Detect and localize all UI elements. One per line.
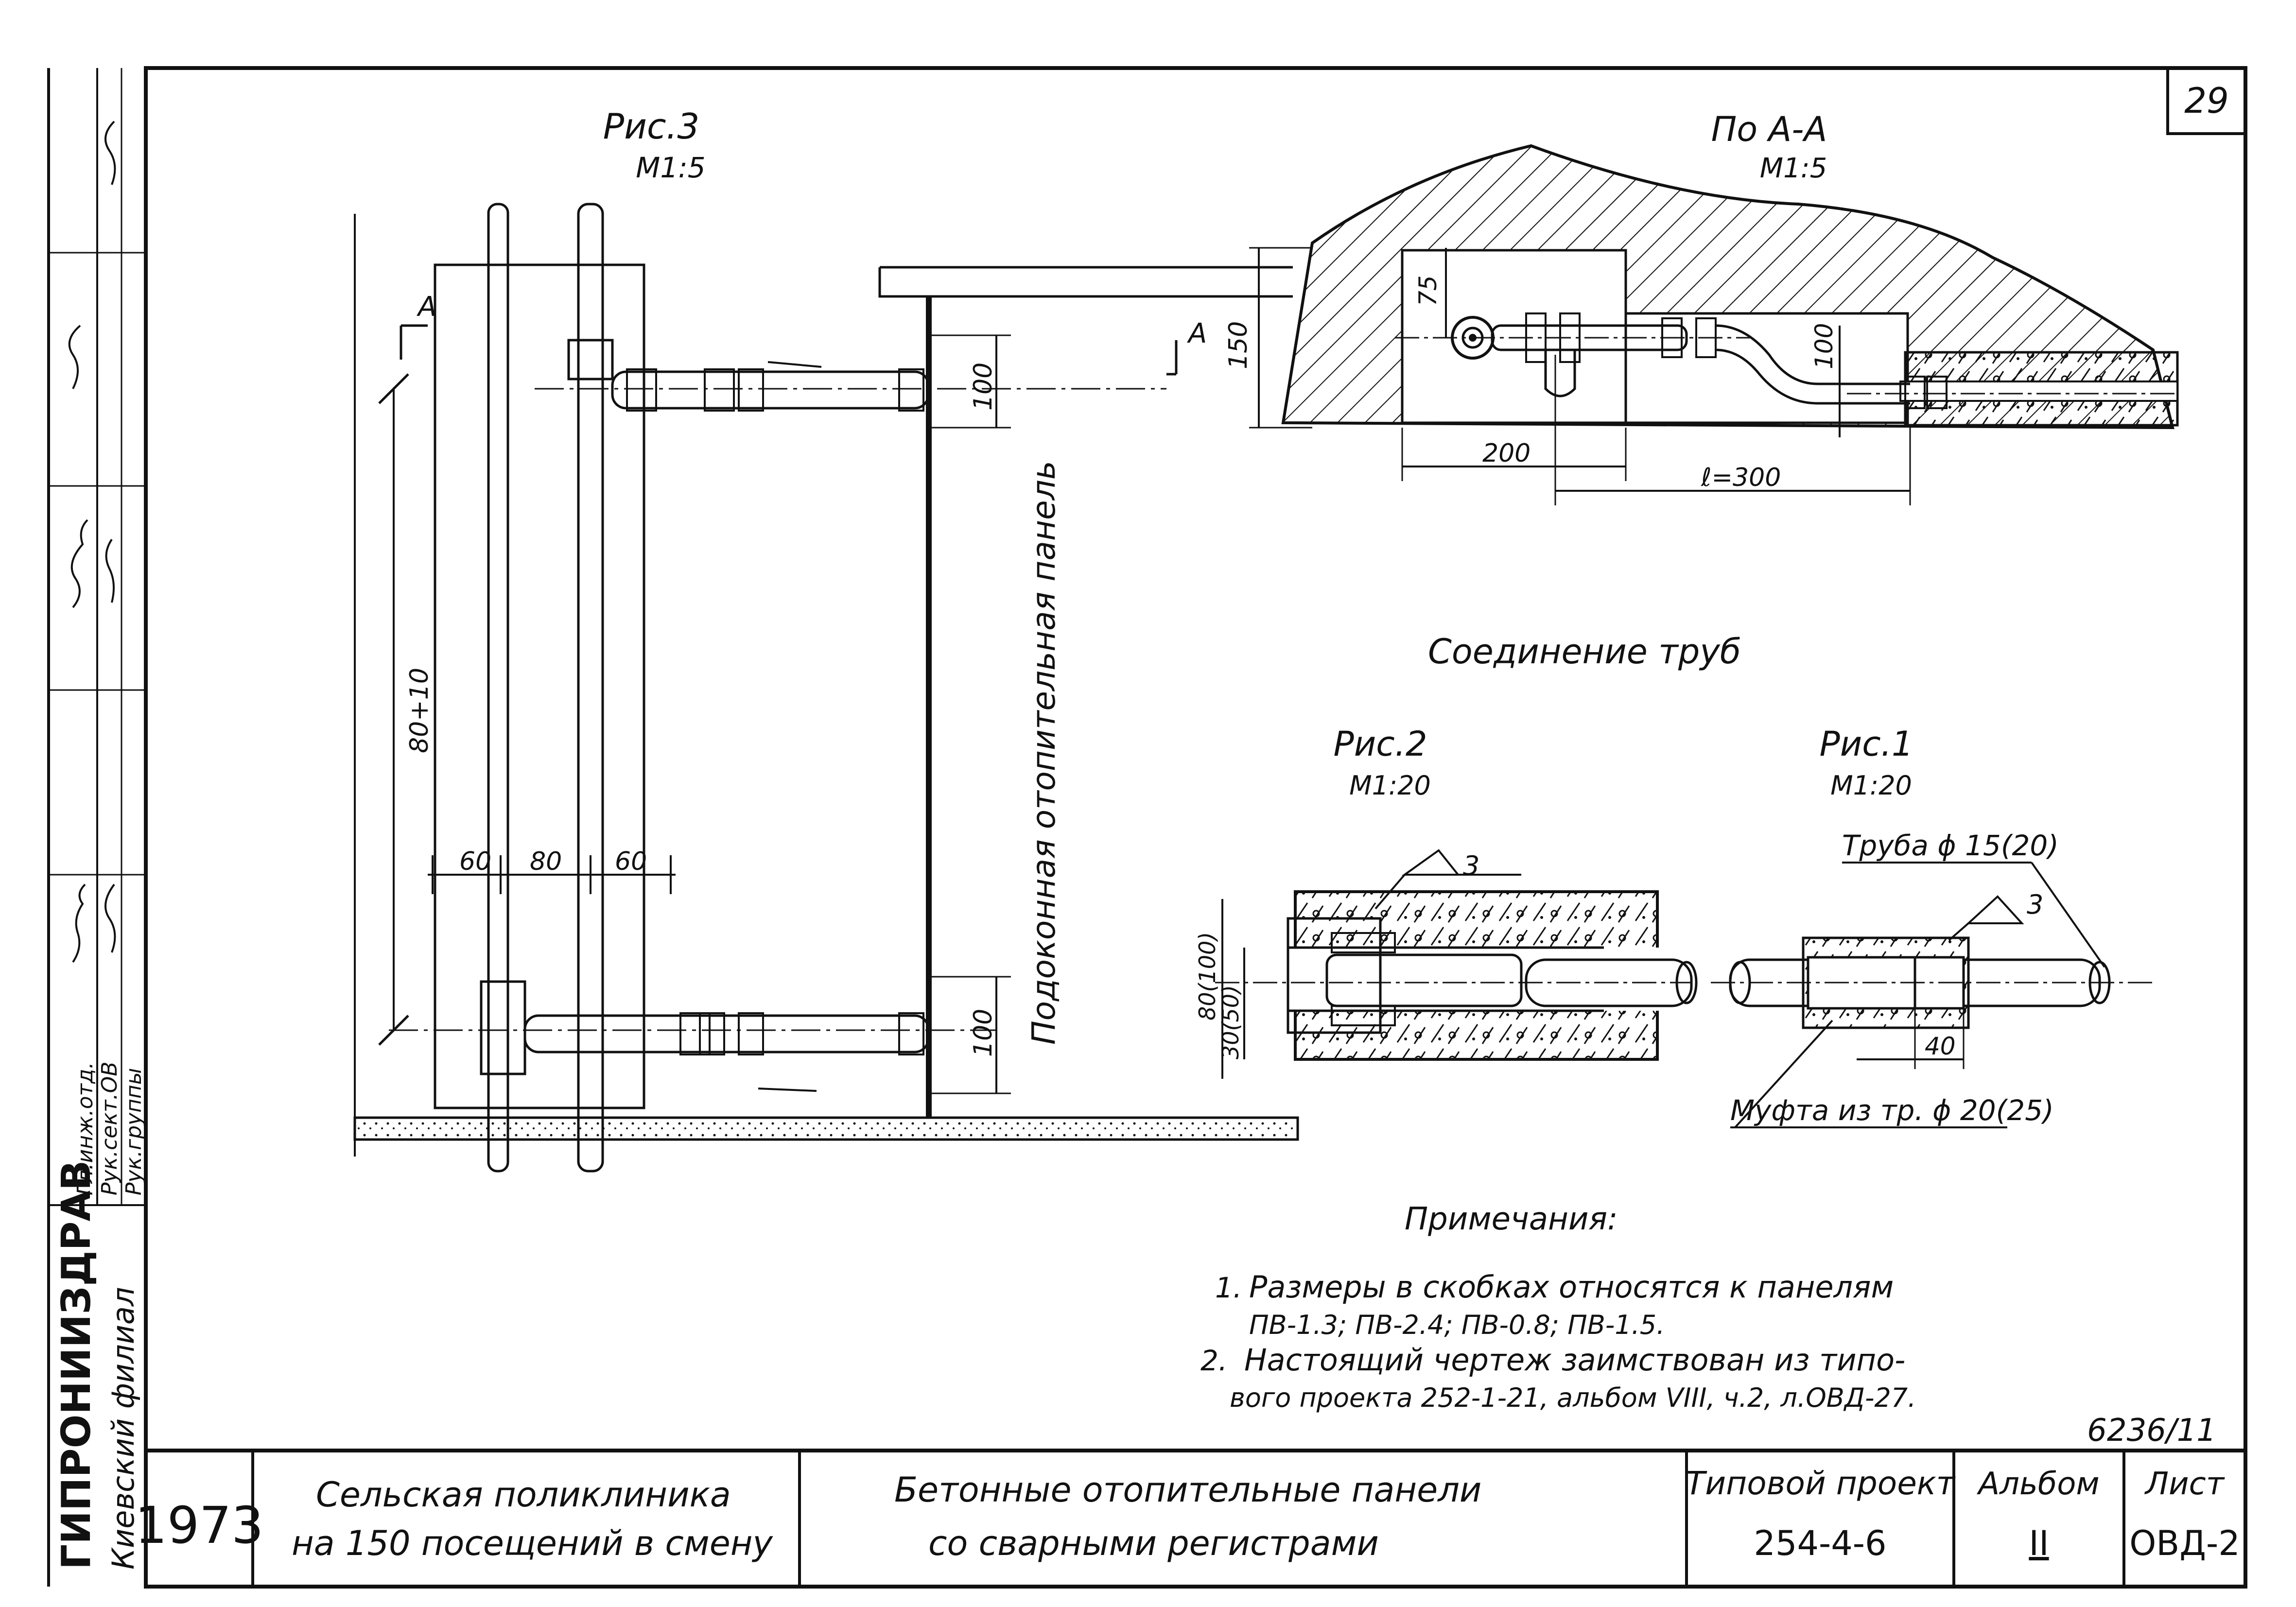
role-chief-engineer: Гл.инж.отд. [73,1062,98,1195]
fig2-scale: М1:20 [1349,770,1431,801]
dim-60-right: 60 [615,847,647,876]
dim-100-upper: 100 [969,363,998,411]
role-group-head: Рук.группы [122,1068,146,1196]
notes-heading: Примечания: [1405,1201,1618,1237]
tb-sheet-title-line-2: со сварными регистрами [928,1523,1379,1563]
section-mark-left: А [417,291,436,323]
tb-album-value: II [2029,1523,2049,1563]
section-aa: По А-А М1:5 150 [1224,109,2179,505]
fig1-scale: М1:20 [1830,770,1912,801]
note-1-line-2: ПВ-1.3; ПВ-2.4; ПВ-0.8; ПВ-1.5. [1249,1310,1665,1340]
tb-sheet-value: ОВД-2 [2129,1523,2240,1563]
archive-number: 6236/11 [2087,1413,2216,1449]
note-2-line-2: вого проекта 252-1-21, альбом VIII, ч.2,… [1230,1382,1916,1413]
fig1-title: Рис.1 [1820,724,1913,764]
tb-project-line-1: Сельская поликлиника [316,1475,731,1515]
tb-album-label: Альбом [1976,1466,2099,1502]
note-2-line-1: Настоящий чертеж заимствован из типо- [1244,1342,1905,1378]
dim-60-left: 60 [459,847,491,876]
fig1-dim: 40 [1925,1032,1956,1060]
section-mark-right: А [1187,318,1207,349]
signature [70,519,88,608]
fig1-coupling-label: Муфта из тр. ϕ 20(25) [1730,1094,2054,1127]
fig2-dim-outer: 80(100) [1194,932,1220,1020]
panel-label: Подоконная отопительная панель [1025,461,1062,1045]
notes-block: Примечания: 1. Размеры в скобках относят… [1200,1201,1916,1413]
tb-type-project-label: Типовой проект [1686,1465,1956,1502]
dim-aa-200: 200 [1482,439,1531,468]
dim-aa-150: 150 [1224,321,1253,369]
dim-100-lower: 100 [969,1009,998,1057]
fig1-detail: Рис.1 М1:20 Труба ϕ 15(20) 3 40 Муфта из… [1711,724,2153,1128]
fig1-weld-label: 3 [2027,889,2043,920]
tb-type-project-value: 254-4-6 [1754,1523,1886,1563]
lower-return-pipe [480,980,930,1092]
fig2-dim-inner: 30(50) [1218,985,1244,1059]
signature [68,325,81,389]
signature [104,121,116,185]
dim-aa-75: 75 [1414,275,1442,306]
note-1-line-1: Размеры в скобках относятся к панелям [1249,1269,1894,1305]
riser-pipes [487,203,604,1173]
dim-80: 80 [530,847,562,876]
role-sector-head: Рук.сект.ОВ [97,1062,122,1195]
tb-year: 1973 [135,1496,264,1555]
title-block: 1973 Сельская поликлиника на 150 посещен… [135,1449,2247,1589]
fig2-detail: Рис.2 М1:20 3 80(100) 30(50) [1194,724,1698,1079]
tb-project-line-2: на 150 посещений в смену [292,1523,774,1563]
dim-aa-300: ℓ=300 [1701,463,1781,492]
signature [72,883,86,963]
left-signature-strip: Гл.инж.отд. Рук.сект.ОВ Рук.группы ГИПРО… [47,68,146,1587]
section-aa-scale: М1:5 [1760,153,1827,184]
fig1-pipe-label: Труба ϕ 15(20) [1842,829,2059,862]
dim-height: 80+10 [405,668,434,753]
fig2-weld-label: 3 [1463,850,1479,881]
dim-aa-100: 100 [1810,323,1838,369]
fig3-title: Рис.3 [603,106,700,147]
fig3-scale: М1:5 [636,151,705,184]
note-2-number: 2. [1200,1344,1227,1377]
pipe-joint-title: Соединение труб [1428,632,1741,672]
sheet-number: 29 [2184,80,2229,121]
org-name: ГИПРОНИИЗДРАВ [53,1160,100,1570]
tb-sheet-title-line-1: Бетонные отопительные панели [894,1470,1481,1510]
section-aa-title: По А-А [1711,109,1827,149]
org-branch: Киевский филиал [105,1287,141,1570]
note-1-number: 1. [1215,1271,1242,1304]
signature [105,538,115,603]
fig3-plan: Рис.3 М1:5 А А [353,106,1299,1173]
fig2-title: Рис.2 [1334,724,1427,764]
signature [104,883,116,953]
upper-supply-pipe [567,339,930,412]
tb-sheet-label: Лист [2144,1466,2225,1502]
